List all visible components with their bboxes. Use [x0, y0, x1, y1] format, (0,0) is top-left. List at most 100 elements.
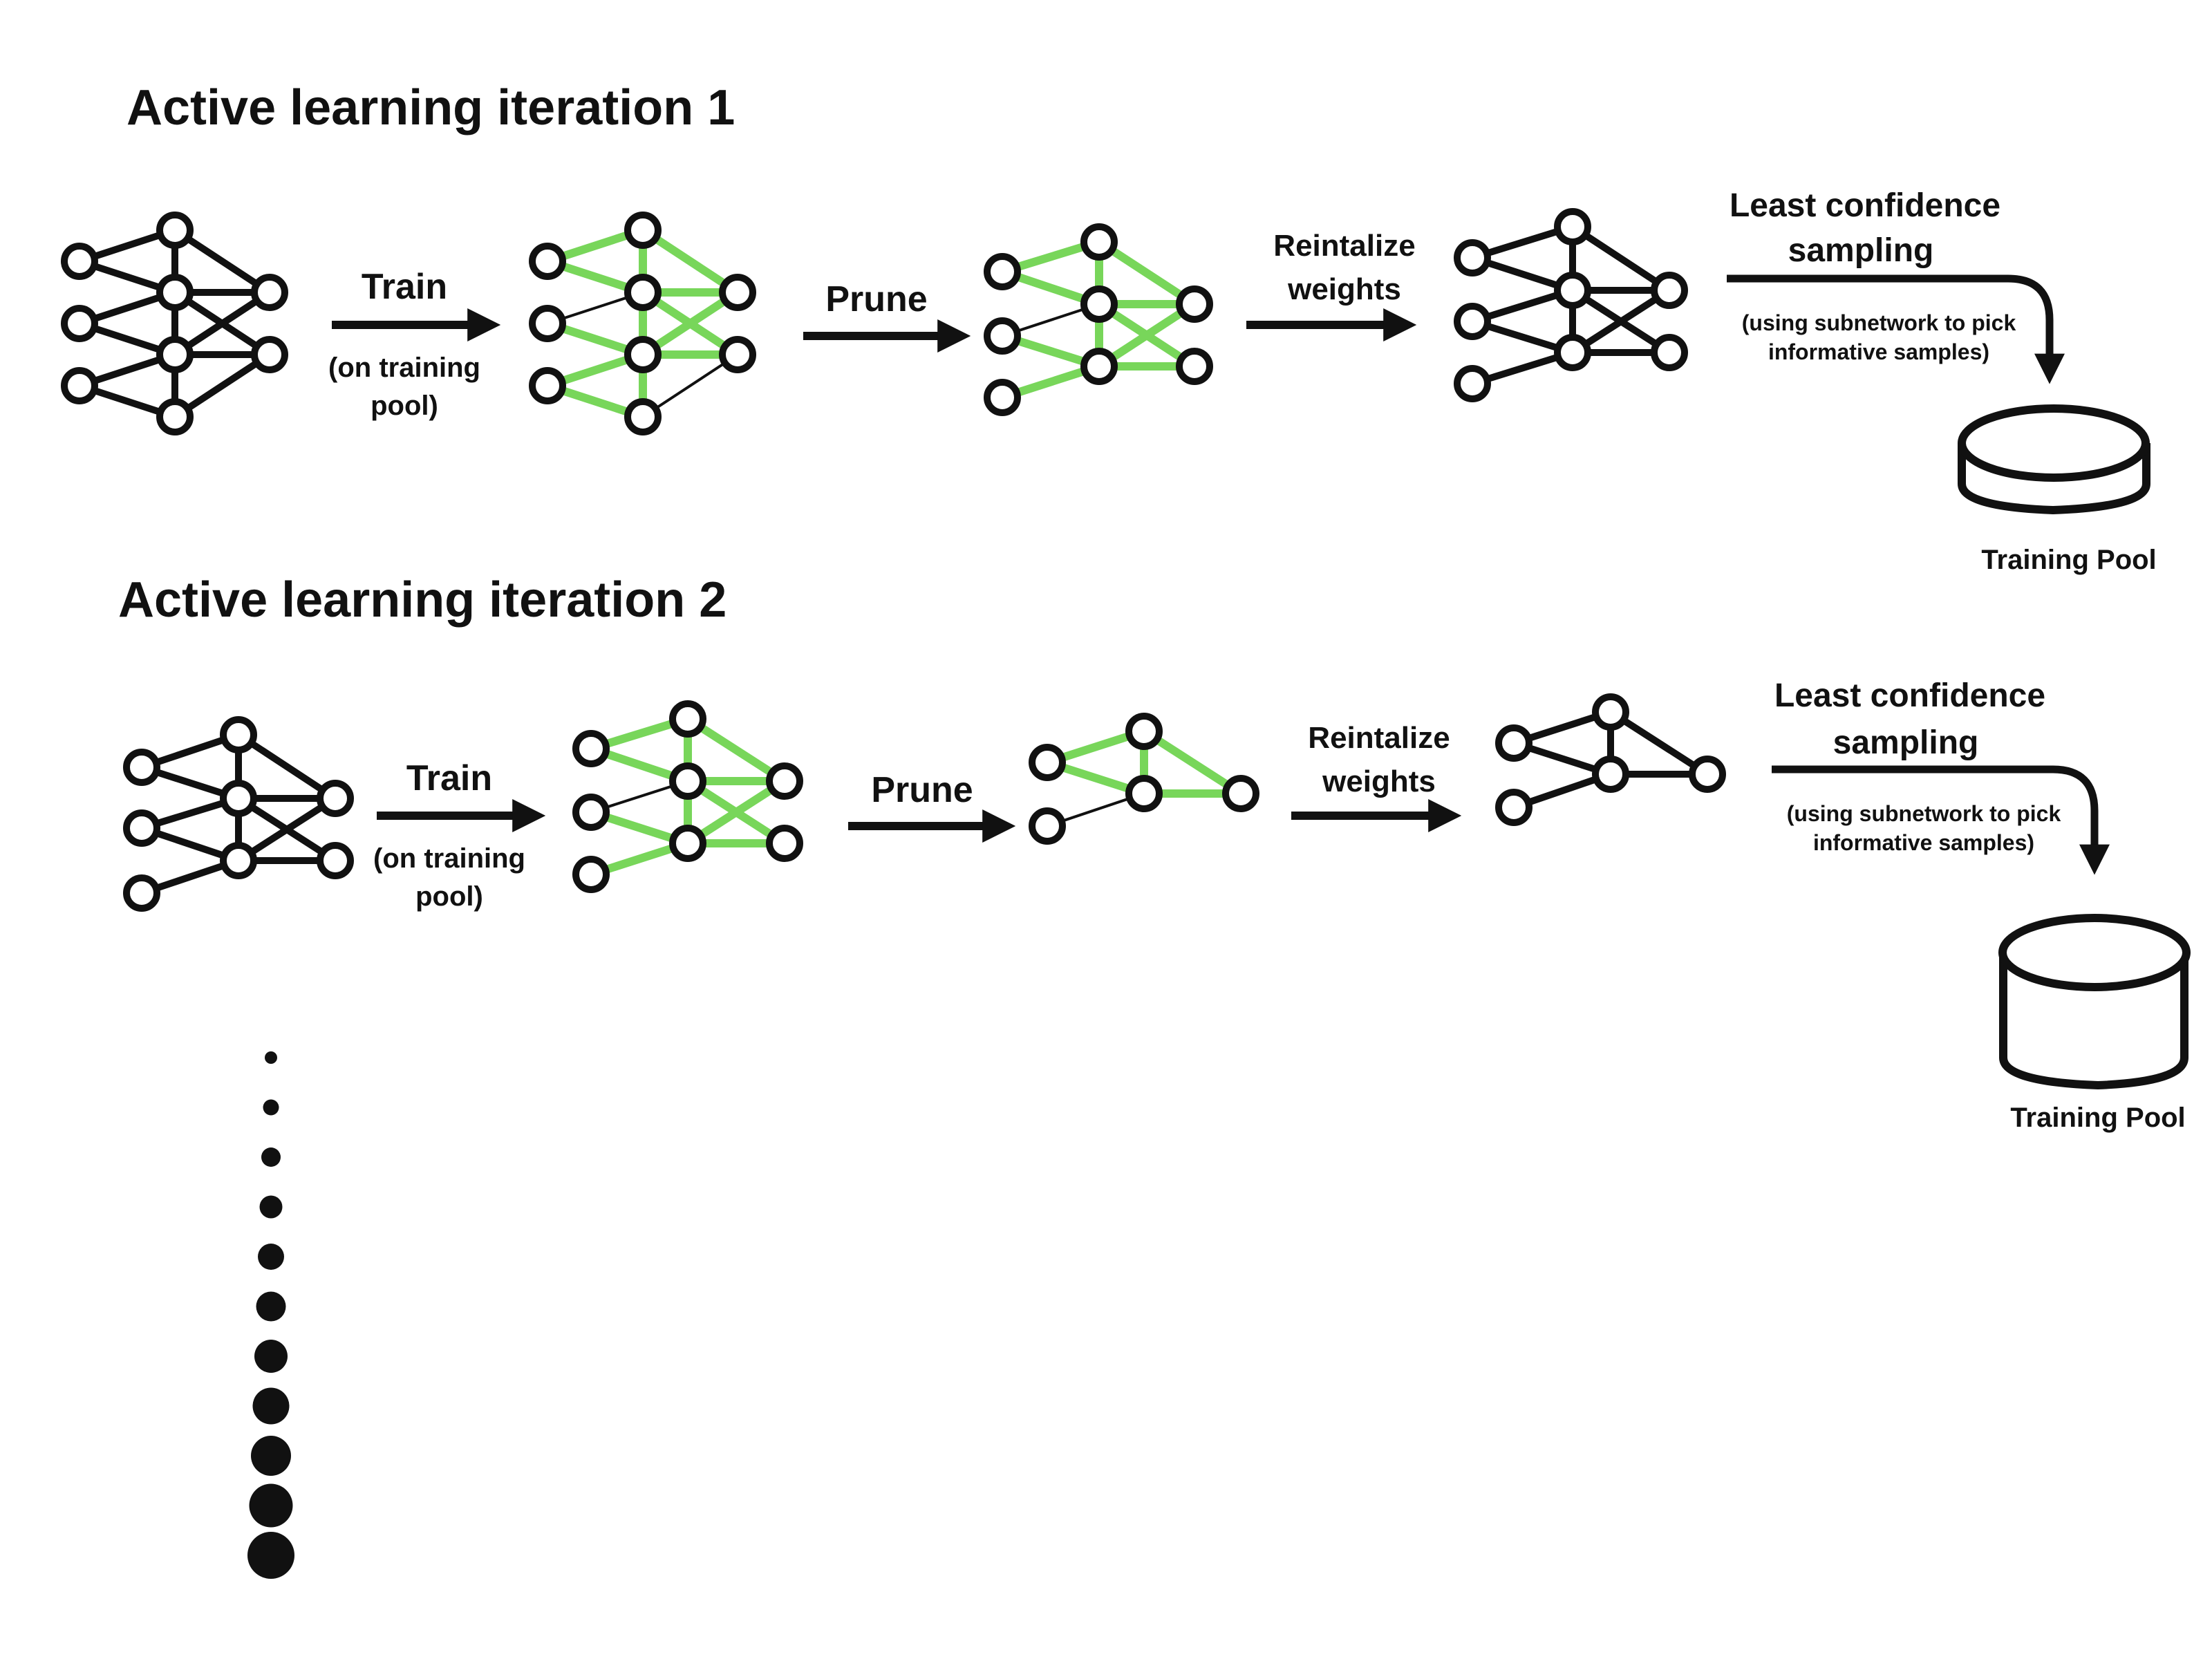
network-node [1125, 775, 1163, 812]
network-node [251, 336, 288, 373]
network-edge [641, 353, 739, 418]
reinit-label-line-2: weights [1322, 765, 1436, 798]
train-step: Train (on training pool) [373, 758, 546, 912]
network-edge [171, 351, 273, 420]
network-node [123, 749, 160, 786]
train-step: Train (on training pool) [328, 267, 501, 421]
network-edge [639, 226, 742, 297]
network-node [1689, 756, 1726, 793]
network-edge [1607, 709, 1711, 778]
sampling-label-line-1: Least confidence [1730, 187, 2000, 224]
ellipsis-dot [258, 1244, 284, 1270]
training-pool-label: Training Pool [1981, 545, 2156, 575]
network-node [220, 716, 257, 753]
sampling-label-line-2: sampling [1833, 724, 1979, 761]
ellipsis-dot [252, 1387, 290, 1425]
network-initial [123, 716, 354, 912]
ellipsis-dot [259, 1195, 283, 1219]
sampling-note-line-2: informative samples) [1813, 830, 2034, 855]
network-node [624, 336, 662, 373]
train-sub-line-2: pool) [415, 881, 483, 912]
network-node [1554, 334, 1591, 371]
network-edge [235, 731, 339, 802]
sampling-note-line-1: (using subnetwork to pick [1742, 310, 2016, 335]
sampling-label-line-2: sampling [1788, 232, 1934, 269]
network-node [1176, 285, 1213, 323]
network-pruned [1029, 713, 1259, 845]
network-node [624, 212, 662, 249]
network-node [529, 305, 566, 342]
sampling-arrow [1772, 765, 2110, 875]
database-icon [1998, 914, 2191, 1090]
network-node [572, 794, 610, 831]
network-node [1495, 789, 1533, 826]
network-node [1029, 744, 1066, 781]
network-node [669, 700, 706, 738]
network-edge [235, 795, 339, 864]
network-node [624, 398, 662, 435]
iteration-title: Active learning iteration 1 [126, 80, 735, 135]
training-pool-label: Training Pool [2010, 1103, 2185, 1133]
sampling-note-line-2: informative samples) [1768, 339, 1989, 364]
reinit-step: Reintalize weights [1291, 721, 1462, 832]
network-edge [1140, 727, 1245, 798]
network-node [156, 336, 194, 373]
network-node [317, 842, 354, 879]
train-sub-line-2: pool) [371, 391, 438, 421]
train-label: Train [362, 267, 447, 307]
network-edge [171, 227, 273, 296]
network-edge [1569, 287, 1673, 356]
ellipsis-dot [251, 1436, 291, 1476]
network-initial [61, 212, 288, 435]
network-edge [1095, 300, 1199, 371]
network-node [1651, 334, 1688, 371]
iteration-2: Active learning iteration 2 Train (on tr… [118, 572, 2191, 1133]
ellipsis-dot [261, 1147, 281, 1167]
network-node [1222, 775, 1259, 812]
network-node [572, 730, 610, 767]
ellipsis-dot [263, 1099, 279, 1116]
network-node [572, 856, 610, 893]
network-node [766, 825, 803, 862]
ellipsis-dot [265, 1051, 277, 1064]
network-node [529, 243, 566, 280]
prune-label: Prune [871, 770, 973, 810]
network-node [1080, 223, 1118, 261]
sampling-step: Least confidence sampling (using subnetw… [1772, 677, 2110, 875]
network-node [1495, 724, 1533, 762]
iteration-title: Active learning iteration 2 [118, 572, 727, 628]
network-node [123, 809, 160, 847]
network-node [156, 274, 194, 311]
network-node [984, 379, 1021, 416]
network-node [529, 367, 566, 404]
train-label: Train [406, 758, 492, 798]
network-node [669, 825, 706, 862]
train-sub-line-1: (on training [373, 843, 525, 874]
network-node [123, 874, 160, 912]
network-node [1454, 239, 1491, 276]
network-edge [1569, 223, 1673, 294]
ellipsis-dot [254, 1340, 288, 1373]
reinit-label-line-1: Reintalize [1273, 229, 1415, 263]
prune-step: Prune [803, 279, 971, 353]
network-node [1176, 348, 1213, 385]
network-reinitialized [1495, 693, 1726, 826]
network-node [1651, 272, 1688, 309]
network-node [156, 212, 194, 249]
network-pruned [984, 223, 1213, 416]
network-edge [171, 289, 273, 358]
ellipsis-dot [247, 1532, 294, 1579]
iteration-1: Active learning iteration 1 Train (on tr… [61, 80, 2157, 575]
prune-step: Prune [848, 770, 1016, 843]
ellipsis-dot [249, 1483, 293, 1528]
network-node [984, 253, 1021, 290]
network-node [61, 367, 98, 404]
network-node [1554, 208, 1591, 245]
network-node [766, 762, 803, 800]
ellipsis-dots-icon [247, 1051, 294, 1579]
network-node [61, 243, 98, 280]
reinit-step: Reintalize weights [1246, 229, 1417, 341]
network-node [669, 762, 706, 800]
sampling-step: Least confidence sampling (using subnetw… [1727, 187, 2065, 384]
